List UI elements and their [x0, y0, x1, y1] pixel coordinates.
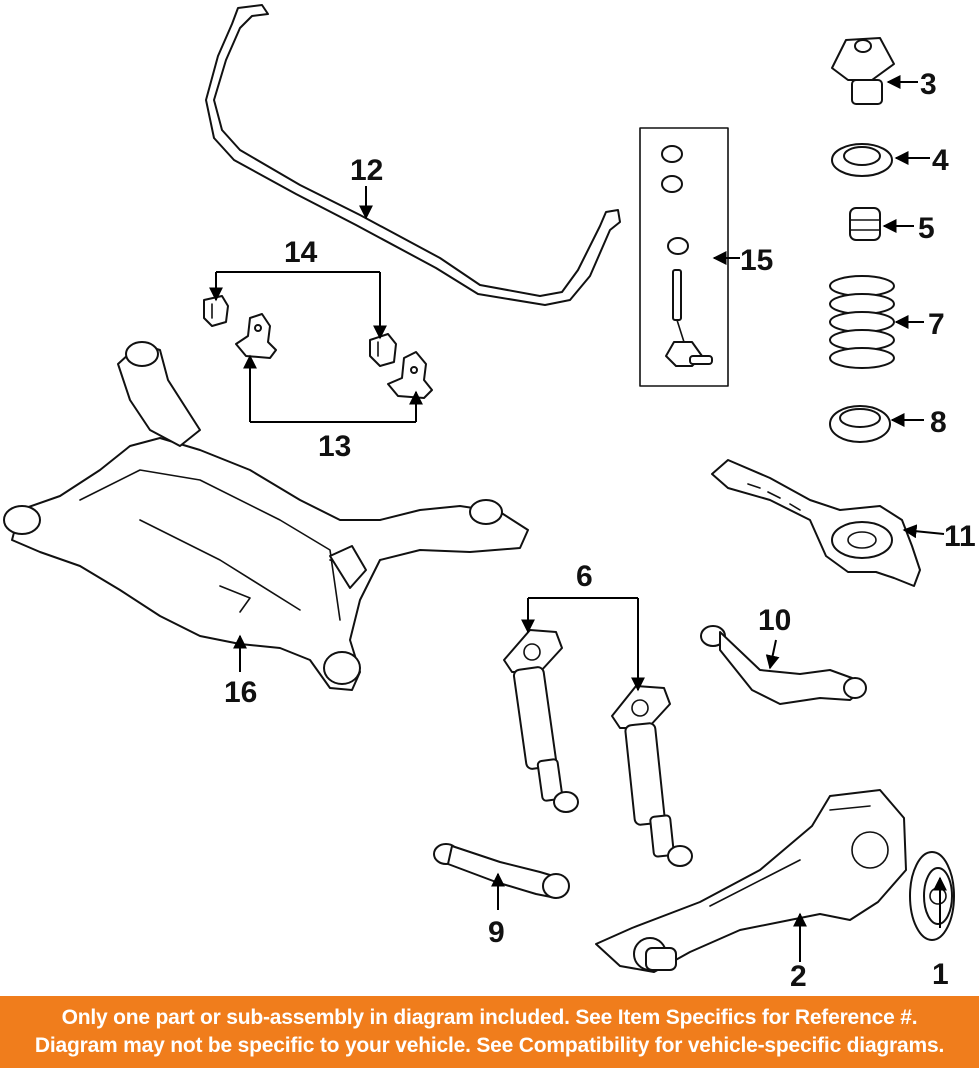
spring-insulator-upper	[831, 143, 893, 177]
lateral-link	[433, 843, 570, 899]
callout-11: 11	[944, 520, 976, 553]
callout-9: 9	[488, 916, 505, 949]
disclaimer-banner: Only one part or sub-assembly in diagram…	[0, 996, 979, 1068]
suspension-parts-diagram: 1 2 3 4 5 6 7 8 9 10 11 12 13 14 15 16	[3, 4, 976, 993]
stabilizer-bracket-left	[235, 313, 277, 359]
trailing-arm-knuckle	[595, 789, 907, 973]
lower-control-arm	[711, 459, 921, 587]
spring-upper-mount	[831, 37, 895, 105]
coil-spring	[829, 275, 895, 369]
shock-absorber-right	[611, 685, 693, 867]
callout-6: 6	[576, 560, 593, 593]
callout-15: 15	[740, 244, 773, 277]
stabilizer-bushing-right	[369, 333, 397, 367]
callout-14: 14	[284, 236, 318, 269]
stabilizer-bar	[205, 4, 621, 306]
callout-5: 5	[918, 212, 935, 245]
callout-10: 10	[758, 604, 791, 637]
rear-crossmember	[3, 341, 529, 691]
callout-13: 13	[318, 430, 351, 463]
callout-12: 12	[350, 154, 383, 187]
callout-16: 16	[224, 676, 257, 709]
callout-numbers: 1 2 3 4 5 6 7 8 9 10 11 12 13 14 15 16	[224, 68, 976, 993]
wheel-hub	[909, 851, 955, 941]
callout-leaders	[209, 75, 947, 962]
spring-insulator-lower	[829, 405, 891, 443]
callout-1: 1	[932, 958, 949, 991]
stabilizer-bushing-left	[203, 295, 229, 327]
disclaimer-line-2: Diagram may not be specific to your vehi…	[34, 1034, 945, 1057]
upper-control-arm	[700, 625, 867, 705]
shock-absorber-left	[503, 629, 579, 813]
callout-3: 3	[920, 68, 937, 101]
callout-8: 8	[930, 406, 947, 439]
callout-2: 2	[790, 960, 807, 993]
disclaimer-line-1: Only one part or sub-assembly in diagram…	[61, 1006, 918, 1029]
callout-7: 7	[928, 308, 945, 341]
bump-stop	[849, 207, 881, 241]
stabilizer-link-kit	[661, 145, 713, 367]
callout-4: 4	[932, 144, 949, 177]
